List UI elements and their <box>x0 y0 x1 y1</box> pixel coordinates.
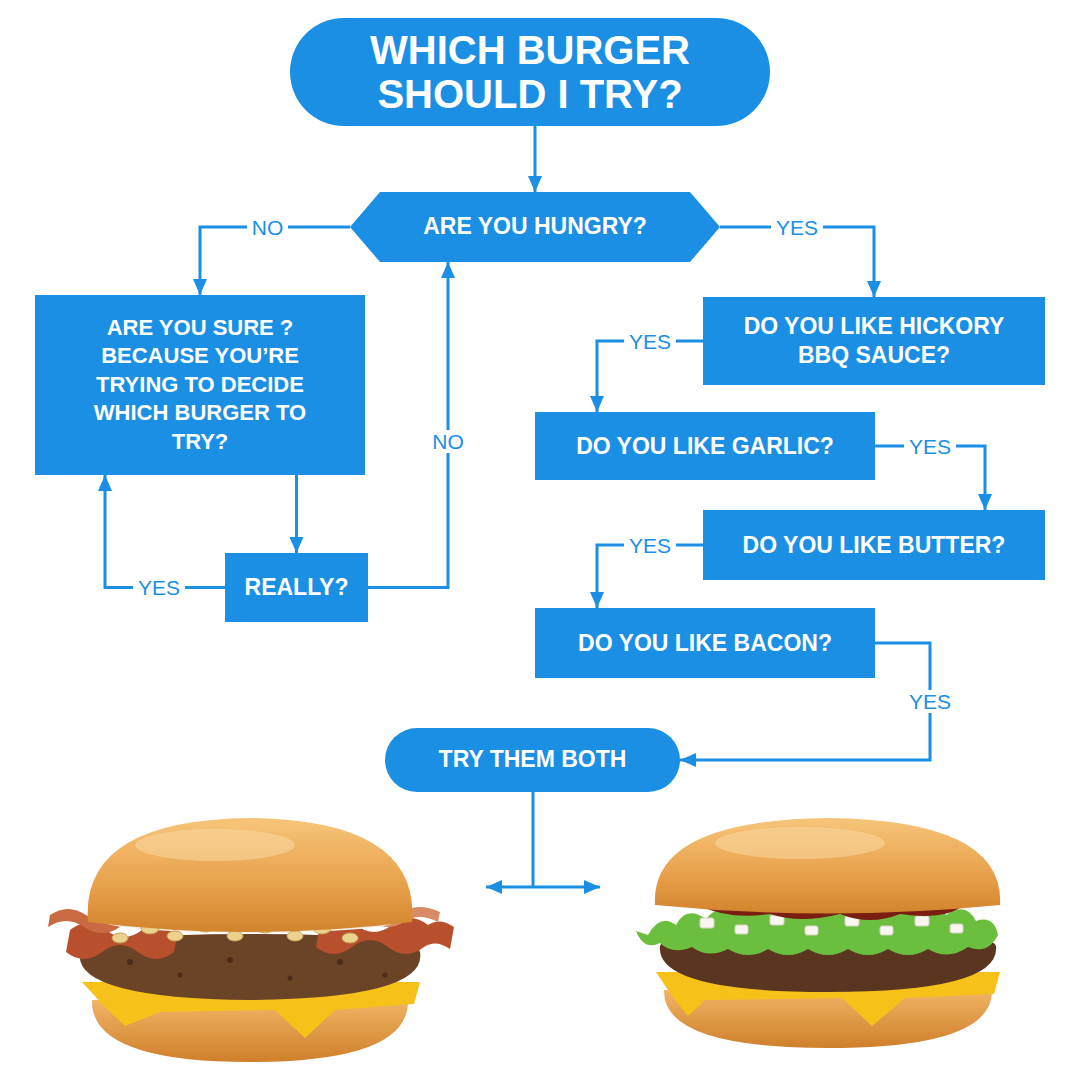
question-box: ARE YOU SURE ? BECAUSE YOU’RE TRYING TO … <box>35 295 365 475</box>
question-box: DO YOU LIKE GARLIC? <box>535 412 875 480</box>
split-stem <box>532 792 535 887</box>
bbq-burger <box>636 818 1000 1048</box>
split-arrow <box>486 886 600 889</box>
question-box: DO YOU LIKE BUTTER? <box>703 510 1045 580</box>
hexagon-shape <box>350 192 720 262</box>
top-bun <box>88 818 413 932</box>
flow-arrow <box>295 475 298 553</box>
edge-label: YES <box>771 216 823 239</box>
title-pill: WHICH BURGER SHOULD I TRY? <box>290 18 770 126</box>
node-text: DO YOU LIKE BACON? <box>578 629 832 658</box>
node-text: DO YOU LIKE HICKORY BBQ SAUCE? <box>717 312 1031 370</box>
bacon-burger <box>48 818 454 1062</box>
node-text: TRY THEM BOTH <box>439 746 627 774</box>
bun-highlight <box>715 827 885 859</box>
flow-arrow <box>534 126 537 192</box>
patty-texture <box>127 957 388 981</box>
node-text: DO YOU LIKE GARLIC? <box>576 432 834 461</box>
node-text: WHICH BURGER SHOULD I TRY? <box>330 28 730 116</box>
onion-pieces <box>700 915 963 935</box>
node-text: ARE YOU SURE ? BECAUSE YOU’RE TRYING TO … <box>75 314 325 457</box>
top-bun <box>655 818 1000 914</box>
node-text: DO YOU LIKE BUTTER? <box>743 531 1006 560</box>
edge-label: YES <box>904 435 956 458</box>
node-text: REALLY? <box>245 573 349 602</box>
question-box: REALLY? <box>225 553 368 622</box>
node-text: ARE YOU HUNGRY? <box>423 213 647 241</box>
question-box: DO YOU LIKE BACON? <box>535 608 875 678</box>
flow-arrow <box>105 475 225 588</box>
edge-label: NO <box>427 430 469 453</box>
decision-hexagon: ARE YOU HUNGRY? <box>350 192 720 262</box>
edge-label: YES <box>904 690 956 713</box>
edge-label: YES <box>133 576 185 599</box>
flow-arrow <box>368 262 448 588</box>
edge-label: YES <box>624 330 676 353</box>
bun-highlight <box>135 829 295 861</box>
edge-label: NO <box>247 216 289 239</box>
result-pill: TRY THEM BOTH <box>385 728 680 792</box>
edge-label: YES <box>624 534 676 557</box>
question-box: DO YOU LIKE HICKORY BBQ SAUCE? <box>703 297 1045 385</box>
